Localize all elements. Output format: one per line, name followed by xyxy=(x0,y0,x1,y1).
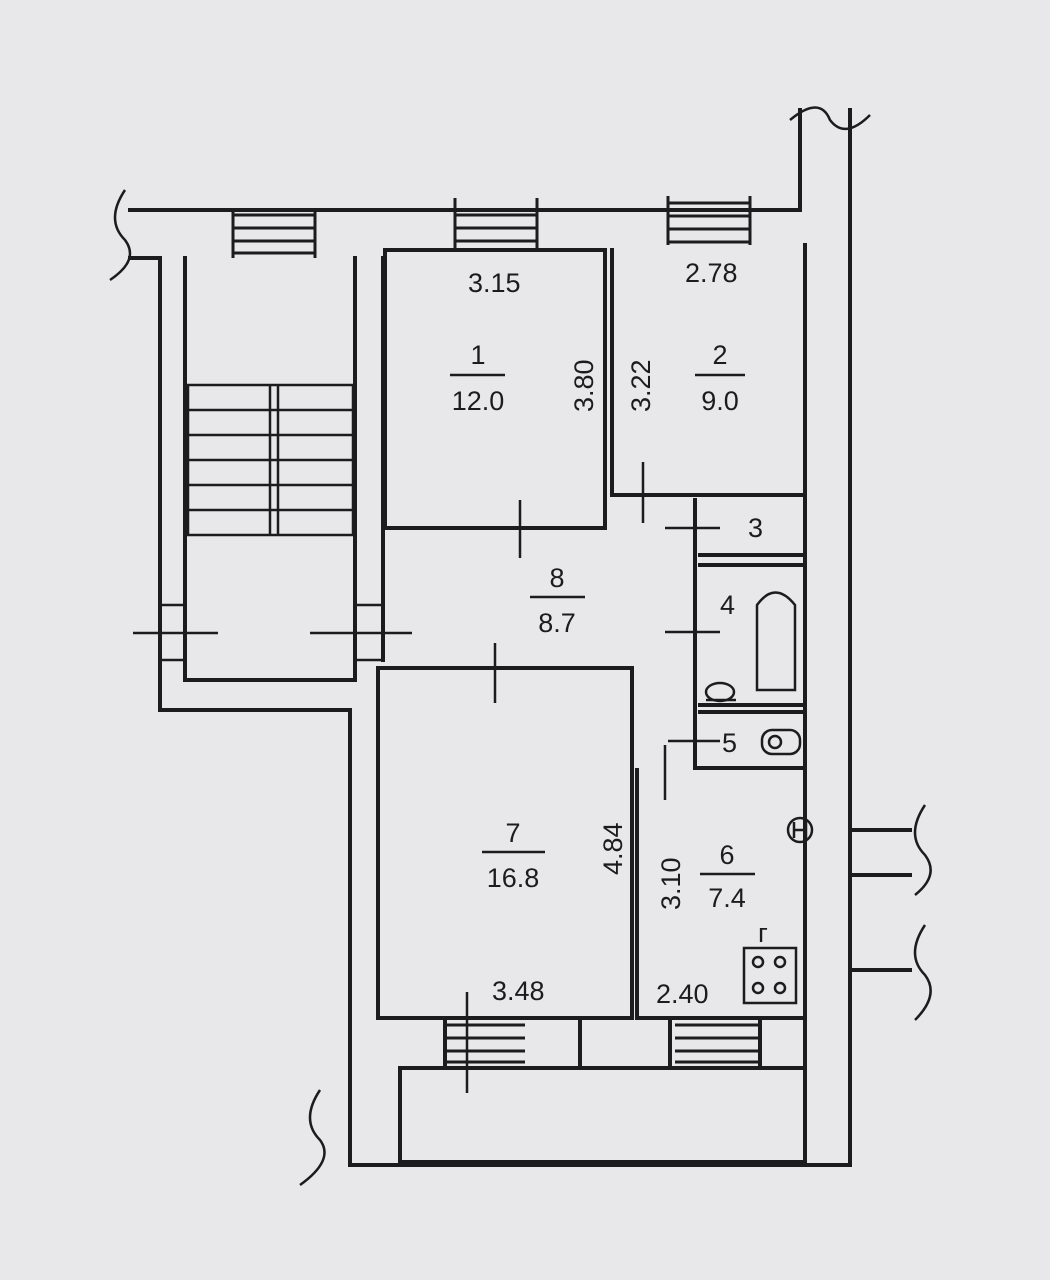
room-1-area: 12.0 xyxy=(452,386,505,416)
room-labels: 3.15 1 12.0 3.80 2.78 3.22 2 9.0 3 4 5 8… xyxy=(450,258,763,1009)
interior-walls xyxy=(376,248,807,1164)
stove-label: г xyxy=(758,918,768,948)
room-7-width: 3.48 xyxy=(492,976,545,1006)
stove-icon: г xyxy=(742,918,798,1005)
doors xyxy=(465,462,720,1093)
room-6-width: 2.40 xyxy=(656,979,709,1009)
room-2-area: 9.0 xyxy=(701,386,739,416)
sink-icon xyxy=(760,728,802,756)
window xyxy=(675,1023,760,1064)
room-1-width: 3.15 xyxy=(468,268,521,298)
window xyxy=(666,196,752,245)
room-2-width: 2.78 xyxy=(685,258,738,288)
room-3-number: 3 xyxy=(748,513,763,543)
room-8-number: 8 xyxy=(549,563,564,593)
room-7-area: 16.8 xyxy=(487,863,540,893)
bathtub-icon xyxy=(755,591,797,692)
room-6-number: 6 xyxy=(719,840,734,870)
room-5-number: 5 xyxy=(722,728,737,758)
room-7-number: 7 xyxy=(505,818,520,848)
room-2-number: 2 xyxy=(712,340,727,370)
room-1-length: 3.80 xyxy=(569,359,599,412)
room-6-area: 7.4 xyxy=(708,883,746,913)
room-1-number: 1 xyxy=(470,340,485,370)
room-4-number: 4 xyxy=(720,590,735,620)
windows xyxy=(231,196,760,1064)
gas-meter-icon xyxy=(786,816,814,844)
toilet-icon xyxy=(704,681,736,703)
room-7-length: 4.84 xyxy=(598,822,628,875)
room-2-length: 3.22 xyxy=(626,359,656,412)
stairwell xyxy=(133,256,412,682)
window xyxy=(453,198,539,252)
window xyxy=(445,1023,525,1064)
room-6-length: 3.10 xyxy=(656,857,686,910)
fixtures: г xyxy=(704,591,814,1005)
room-8-area: 8.7 xyxy=(538,608,576,638)
window xyxy=(231,210,317,258)
